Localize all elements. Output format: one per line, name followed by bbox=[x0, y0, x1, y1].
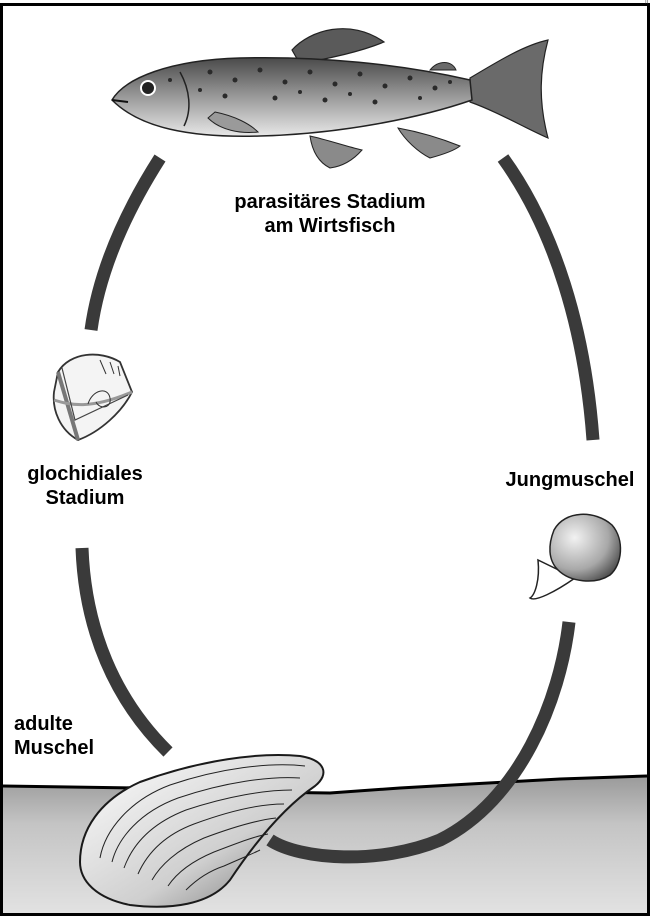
label-glochidial-stage: glochidiales Stadium bbox=[10, 462, 160, 510]
corner-mark: ᵢᵢ bbox=[645, 0, 648, 5]
label-adult-line1: adulte bbox=[14, 712, 124, 736]
label-adult-line2: Muschel bbox=[14, 736, 124, 760]
label-glochidial-line1: glochidiales bbox=[10, 462, 160, 486]
cycle-arc-right-upper bbox=[503, 158, 593, 440]
trout-fish-illustration bbox=[112, 29, 548, 168]
label-juvenile: Jungmuschel bbox=[492, 468, 648, 492]
label-host-fish-line1: parasitäres Stadium bbox=[200, 190, 460, 214]
label-host-fish: parasitäres Stadium am Wirtsfisch bbox=[200, 190, 460, 238]
label-host-fish-line2: am Wirtsfisch bbox=[200, 214, 460, 238]
cycle-arc-top-left bbox=[91, 158, 160, 330]
label-glochidial-line2: Stadium bbox=[10, 486, 160, 510]
label-adult: adulte Muschel bbox=[14, 712, 124, 760]
glochidium-larva-illustration bbox=[54, 355, 132, 440]
juvenile-mussel-illustration bbox=[530, 514, 620, 599]
